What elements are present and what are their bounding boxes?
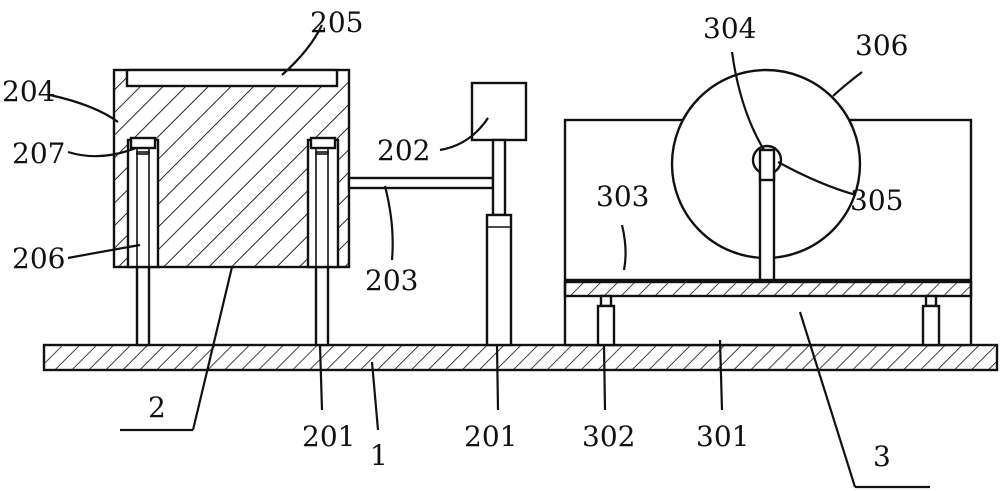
label-303: 303 (596, 180, 649, 213)
label-3: 3 (873, 440, 891, 473)
motor-box (470, 81, 528, 142)
guide-channel-left (126, 138, 160, 269)
spring-left (596, 304, 616, 347)
label-205: 205 (310, 6, 363, 39)
label-301: 301 (696, 420, 749, 453)
vertical-cylinder (485, 213, 513, 347)
label-305: 305 (850, 184, 903, 217)
label-304: 304 (703, 12, 756, 45)
spring-right (921, 304, 941, 347)
left-leg-2 (314, 263, 330, 347)
label-2: 2 (148, 391, 166, 424)
support-plate (563, 280, 973, 298)
guide-channel-right (306, 138, 340, 269)
label-201-right: 201 (464, 420, 517, 453)
top-slot (125, 68, 339, 88)
spring-right-cap (924, 294, 938, 308)
label-306: 306 (855, 29, 908, 62)
spring-left-cap (599, 294, 613, 308)
label-206: 206 (12, 242, 65, 275)
label-203: 203 (365, 264, 418, 297)
guide-cap-left (129, 136, 157, 150)
left-leg-1 (135, 263, 151, 347)
label-201-left: 201 (302, 420, 355, 453)
guide-rod-right (315, 151, 329, 268)
label-207: 207 (12, 137, 65, 170)
guide-cap-left-inner (136, 147, 150, 155)
guide-rod-left (136, 151, 150, 268)
guide-cap-right (309, 136, 337, 150)
label-204: 204 (2, 75, 55, 108)
guide-cap-right-inner (315, 147, 329, 155)
vertical-shaft-upper (491, 138, 507, 217)
label-302: 302 (582, 420, 635, 453)
label-1: 1 (370, 439, 388, 472)
label-202: 202 (377, 134, 430, 167)
base-plate (42, 343, 999, 372)
horizontal-rod (347, 176, 495, 190)
